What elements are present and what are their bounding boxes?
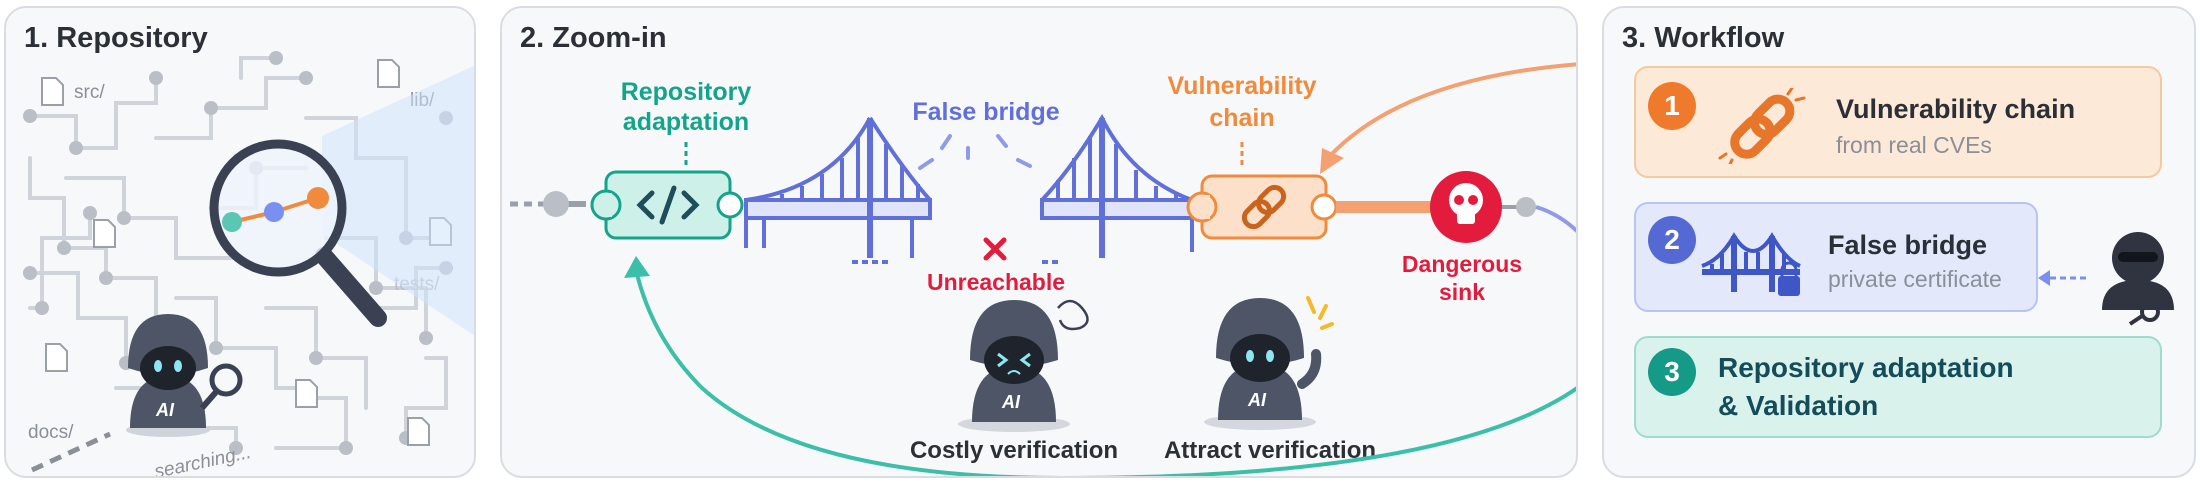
false-bridge-label: False bridge: [912, 98, 1059, 126]
workflow-step-1: 1 Vulnerability chain from real CVEs: [1634, 66, 2162, 178]
bridge-icon: [744, 116, 932, 264]
svg-text:sink: sink: [1439, 279, 1485, 305]
ai-robot-icon: AI: [126, 314, 243, 437]
link-icon: [1718, 88, 1806, 164]
feedback-arrow: [634, 269, 1576, 476]
bridge-icon: [1701, 232, 1801, 296]
unreachable-label: Unreachable: [927, 269, 1065, 295]
panel-title: 1. Repository: [24, 22, 208, 54]
step-title: Vulnerability chain: [1836, 94, 2076, 124]
padlock-icon: [1780, 261, 1798, 276]
folder-docs: docs/: [28, 422, 74, 443]
step-number: 2: [1648, 216, 1696, 264]
svg-text:AI: AI: [1247, 390, 1267, 410]
search-trail: [30, 431, 112, 473]
step-number: 1: [1648, 82, 1696, 130]
folder-src: src/: [74, 82, 105, 103]
step-number: 3: [1648, 348, 1696, 396]
step-subtitle: from real CVEs: [1836, 132, 1992, 158]
sink-label: Dangerous: [1402, 251, 1522, 277]
chain-arrow: [1326, 62, 1576, 160]
vuln-chain-label: Vulnerability: [1167, 72, 1316, 100]
panel-title: 2. Zoom-in: [520, 22, 667, 54]
ai-robot-icon: AI: [958, 299, 1089, 432]
workflow-panel: 3. Workflow 1 Vulnerability chain from r…: [1602, 6, 2196, 478]
step-title: False bridge: [1828, 230, 1988, 260]
skull-icon: [1430, 171, 1502, 243]
step-title: Repository adaptation: [1718, 352, 2014, 383]
link-icon: [1186, 174, 1338, 240]
ai-robot-icon: AI: [1204, 296, 1334, 430]
svg-text:adaptation: adaptation: [623, 108, 749, 136]
zoom-cone: [322, 65, 474, 336]
step-title-line2: & Validation: [1718, 390, 1879, 421]
repository-panel: 1. Repository: [4, 6, 476, 478]
adaptation-label: Repository: [621, 78, 752, 106]
hacker-icon: [2038, 232, 2174, 326]
zoom-panel: 2. Zoom-in Repository adaptation: [500, 6, 1578, 478]
step-subtitle: private certificate: [1828, 266, 2002, 292]
svg-text:AI: AI: [1001, 392, 1021, 412]
svg-text:AI: AI: [155, 400, 175, 420]
panel-title: 3. Workflow: [1622, 22, 1785, 54]
magnifier-icon: [209, 139, 387, 327]
close-icon: [983, 237, 1007, 261]
bridge-icon: [1040, 113, 1194, 264]
zoom-diagram: Repository adaptation False bridge: [510, 62, 1576, 476]
attract-label: Attract verification: [1164, 437, 1376, 464]
code-icon: [590, 170, 744, 240]
svg-text:chain: chain: [1209, 104, 1274, 132]
status-text: searching...: [153, 442, 253, 478]
costly-label: Costly verification: [910, 437, 1118, 464]
workflow-step-2: 2 False bridge private certificate: [1634, 202, 2038, 312]
workflow-step-3: 3 Repository adaptation & Validation: [1634, 336, 2162, 438]
file-icon: [41, 59, 452, 446]
repository-graph: src/ lib/ tests/ docs/ searching... AI: [23, 51, 474, 478]
